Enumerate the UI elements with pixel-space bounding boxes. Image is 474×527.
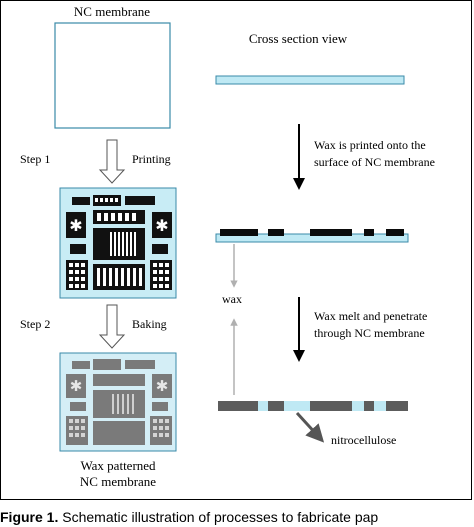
melt-description-line1: Wax melt and penetrate: [314, 309, 427, 323]
svg-text:✱: ✱: [69, 218, 82, 235]
svg-text:✱: ✱: [155, 218, 168, 235]
process-diagram: NC membrane Step 1 Printing: [20, 4, 435, 489]
nitrocellulose-label: nitrocellulose: [331, 433, 396, 447]
membrane-cross-section-printed: [215, 229, 409, 243]
baked-wax-pattern: ✱ ✱: [59, 352, 177, 452]
caption-text: Schematic illustration of processes to f…: [62, 509, 379, 525]
nc-membrane-square: [54, 22, 171, 129]
nc-membrane-label: NC membrane: [74, 4, 150, 19]
membrane-cross-section-plain: [215, 75, 405, 85]
printed-wax-pattern: ✱ ✱: [59, 187, 177, 299]
caption-label: Figure 1.: [0, 509, 59, 525]
membrane-cross-section-baked: [218, 401, 408, 411]
printing-label: Printing: [132, 152, 171, 166]
melt-description-line2: through NC membrane: [314, 326, 425, 340]
wax-patterned-label-line2: NC membrane: [80, 474, 156, 489]
wax-label: wax: [222, 292, 242, 306]
printed-description-line2: surface of NC membrane: [314, 155, 435, 169]
nitrocellulose-pointer-arrow: [295, 411, 325, 443]
svg-text:✱: ✱: [70, 379, 83, 395]
baking-label: Baking: [132, 317, 167, 331]
step1-label: Step 1: [20, 152, 50, 166]
cross-section-view-label: Cross section view: [249, 31, 348, 46]
figure-caption: Figure 1. Schematic illustration of proc…: [0, 508, 474, 527]
figure-frame: [0, 0, 472, 500]
step2-label: Step 2: [20, 317, 50, 331]
step1-down-arrow: [98, 139, 126, 184]
wax-patterned-label-line1: Wax patterned: [80, 458, 156, 473]
printed-description-line1: Wax is printed onto the: [314, 138, 426, 152]
step2-down-arrow: [98, 304, 126, 349]
svg-text:✱: ✱: [156, 379, 169, 395]
